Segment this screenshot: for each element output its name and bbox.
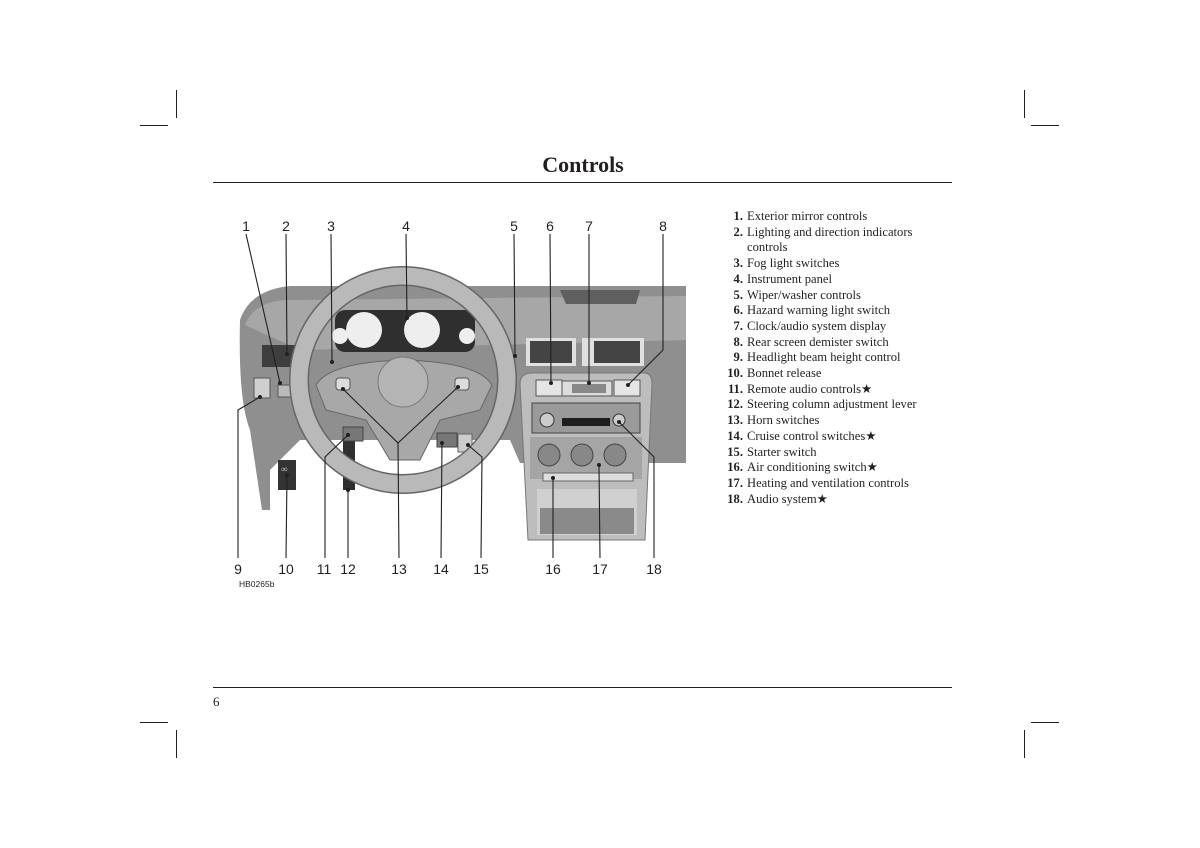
crop-mark [176,90,178,118]
legend-text: Fog light switches [747,256,840,271]
page-number: 6 [213,694,220,709]
page-title: Controls [542,152,624,177]
legend-item: 15. Starter switch [716,445,956,461]
legend-item: 10. Bonnet release [716,366,956,382]
legend-item: 2. Lighting and direction indicators cont… [716,225,956,256]
legend-number: 3. [733,256,743,271]
controls-legend: 1. Exterior mirror controls 2. Lighting and… [716,209,956,507]
legend-number: 14. [727,428,743,443]
callout-9: 9 [234,561,242,577]
callout-7: 7 [585,218,593,234]
legend-number: 12. [727,397,743,412]
legend-number: 11. [727,381,743,396]
callout-8: 8 [659,218,667,234]
legend-text: Rear screen demister switch [747,334,889,349]
crop-mark [140,722,168,724]
legend-text: Hazard warning light switch [747,303,891,318]
legend-number: 1. [733,209,743,223]
legend-number: 17. [727,475,743,490]
callout-16: 16 [545,561,561,577]
callout-14: 14 [433,561,449,577]
legend-text: Starter switch [747,444,817,459]
callout-17: 17 [592,561,608,577]
legend-item: 6. Hazard warning light switch [716,303,956,319]
legend-number: 10. [727,366,743,381]
callout-3: 3 [327,218,335,234]
crop-mark [1024,90,1026,118]
legend-item: 16. Air conditioning switch★ [716,460,956,476]
legend-number: 9. [733,350,743,365]
legend-number: 4. [733,271,743,286]
callout-12: 12 [340,561,356,577]
crop-mark [176,730,178,758]
legend-text: Instrument panel [747,271,832,286]
legend-item: 4. Instrument panel [716,272,956,288]
callout-2: 2 [282,218,290,234]
legend-number: 5. [733,287,743,302]
legend-text: Audio system★ [747,491,828,506]
callout-18: 18 [646,561,662,577]
legend-text: Remote audio controls★ [747,381,873,396]
legend-text: Horn switches [747,413,820,428]
callout-10: 10 [278,561,294,577]
legend-item: 1. Exterior mirror controls [716,209,956,225]
legend-item: 18. Audio system★ [716,492,956,508]
svg-text:∞: ∞ [281,464,287,474]
crop-mark [1024,730,1026,758]
legend-number: 13. [727,413,743,428]
legend-text: Cruise control switches★ [747,428,877,443]
legend-item: 9. Headlight beam height control [716,350,956,366]
legend-item: 7. Clock/audio system display [716,319,956,335]
callout-dots [258,316,630,492]
legend-item: 11. Remote audio controls★ [716,382,956,398]
legend-number: 7. [733,318,743,333]
legend-text: Heating and ventilation controls [747,475,909,490]
crop-mark [1031,125,1059,127]
legend-number: 16. [727,460,743,475]
callout-4: 4 [402,218,410,234]
callout-5: 5 [510,218,518,234]
legend-text: Clock/audio system display [747,318,887,333]
callout-1: 1 [242,218,250,234]
footer-rule [213,687,952,688]
legend-number: 6. [733,303,743,318]
crop-mark [140,125,168,127]
callout-15: 15 [473,561,489,577]
legend-text: Bonnet release [747,366,822,381]
callout-13: 13 [391,561,407,577]
callout-6: 6 [546,218,554,234]
legend-item: 12. Steering column adjustment lever [716,397,956,413]
center-console [519,372,653,541]
legend-number: 2. [733,224,743,239]
figure-code: HB0265b [239,579,275,589]
legend-item: 14. Cruise control switches★ [716,429,956,445]
legend-number: 15. [727,444,743,459]
steering-wheel [289,266,517,494]
callout-leaders [237,233,664,559]
legend-item: 13. Horn switches [716,413,956,429]
legend-number: 8. [733,334,743,349]
legend-number: 18. [727,491,743,506]
callout-11: 11 [317,561,332,577]
legend-text: Exterior mirror controls [747,209,868,223]
legend-text: Lighting and direction indicators contro… [747,224,913,255]
crop-mark [1031,722,1059,724]
legend-item: 17. Heating and ventilation controls [716,476,956,492]
legend-text: Headlight beam height control [747,350,901,365]
legend-item: 3. Fog light switches [716,256,956,272]
legend-text: Wiper/washer controls [747,287,861,302]
legend-item: 5. Wiper/washer controls [716,288,956,304]
legend-item: 8. Rear screen demister switch [716,335,956,351]
header-rule [213,182,952,183]
legend-text: Steering column adjustment lever [747,397,917,412]
legend-text: Air conditioning switch★ [747,460,878,475]
